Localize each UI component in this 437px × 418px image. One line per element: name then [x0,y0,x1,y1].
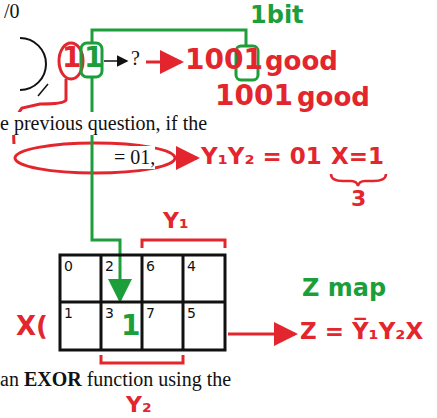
cell-number: 5 [187,305,196,321]
green-arrow [92,77,120,300]
printed-text: = 01, [114,146,155,169]
handwritten-note: X=1 [331,143,384,169]
printed-symbol: ? [131,47,140,70]
bit-string: 1001 [215,80,293,112]
variable-label: Y₂ [126,392,152,417]
handwritten-note: Y₁Y₂ = 01 [201,143,322,169]
printed-text: function using the [87,368,231,391]
variable-label: X( [16,312,48,342]
red-arrow [176,157,197,160]
variable-label: Y₁ [163,208,189,233]
printed-arrow [104,60,127,62]
handwritten-note: Z map [302,275,386,303]
cell-number: 1 [64,305,73,321]
cell-number: 0 [64,258,73,274]
y1-bracket [142,240,225,248]
printed-line [38,84,48,96]
bit-value: 1 [62,42,81,74]
red-circle [15,143,175,173]
state-circle [20,38,46,90]
cell-number: 7 [146,305,155,321]
bit-string: 1001 [185,44,263,76]
red-circle [59,43,83,79]
handwritten-note: 1bit [250,2,304,30]
cell-number: 6 [146,258,155,274]
handwritten-note: 3 [351,186,366,211]
printed-line-of-text: anEXORfunction using the [0,368,231,391]
handwritten-note: good [297,83,370,113]
cell-number: 2 [105,258,114,274]
printed-fragment: /0 [4,0,20,23]
red-arrow [228,333,295,336]
printed-text: e previous question, if the [0,112,207,135]
printed-text: an [0,368,19,391]
karnaugh-grid [60,255,225,350]
cell-number: 4 [187,258,196,274]
underbrace [331,174,386,186]
bit-value: 1 [84,42,103,74]
cell-number: 3 [105,305,114,321]
y2-bracket [101,355,183,363]
handwritten-note: good [265,47,338,77]
red-arrow [146,61,181,64]
cell-value: 1 [121,310,140,342]
handwritten-formula: Z = Y̅₁Y₂X [300,318,423,344]
printed-text: EXOR [24,368,82,391]
